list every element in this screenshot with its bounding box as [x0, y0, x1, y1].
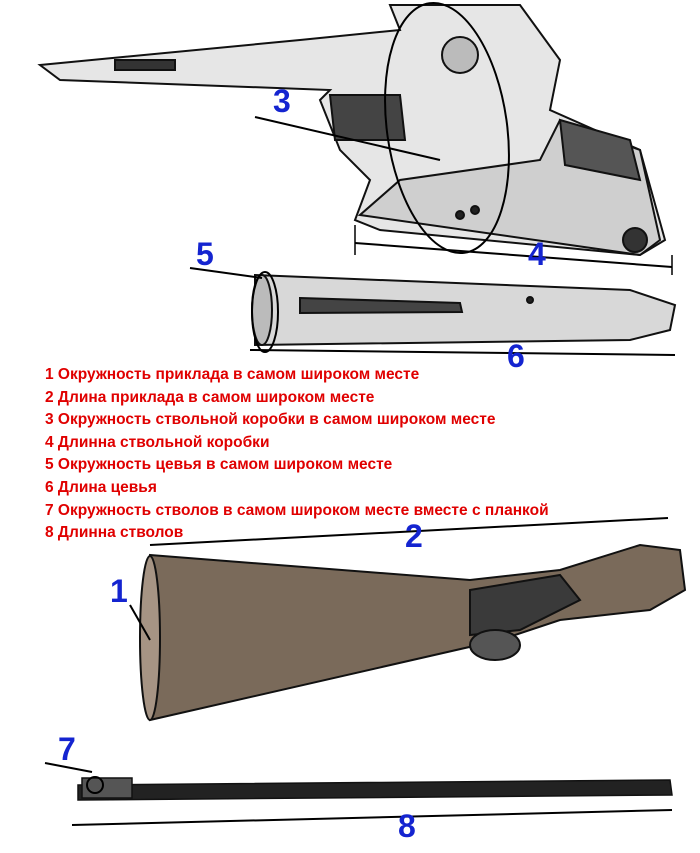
legend-item: 6 Длина цевья [45, 478, 157, 496]
receiver-circumference-ellipse [384, 1, 510, 255]
legend-item: 5 Окружность цевья в самом широком месте [45, 456, 393, 474]
label-2: 2 [405, 518, 423, 554]
dimension-line-6 [249, 349, 676, 356]
dimension-line-8 [71, 809, 673, 826]
label-1: 1 [110, 573, 128, 609]
pointer-line-7 [44, 762, 93, 773]
label-4: 4 [528, 236, 546, 272]
legend-item: 8 Длинна стволов [45, 524, 184, 542]
forend-drawing [251, 273, 677, 347]
barrels-drawing [77, 776, 673, 801]
pointer-line-1 [129, 604, 151, 641]
legend-item: 2 Длина приклада в самом широком месте [45, 388, 375, 406]
dimension-line-4 [354, 242, 673, 268]
pointer-line-3 [254, 116, 441, 161]
measurement-legend: 1 Окружность приклада в самом широком ме… [45, 364, 549, 545]
dimension-line-2 [149, 517, 669, 546]
pointer-line-5 [189, 267, 263, 279]
label-6: 6 [507, 338, 525, 374]
label-8: 8 [398, 808, 416, 844]
label-7: 7 [58, 731, 76, 767]
label-3: 3 [273, 83, 291, 119]
legend-item: 3 Окружность ствольной коробки в самом ш… [45, 411, 496, 429]
legend-item: 7 Окружность стволов в самом широком мес… [45, 501, 549, 519]
stock-drawing [139, 543, 687, 722]
legend-item: 4 Длинна ствольной коробки [45, 433, 270, 451]
label-5: 5 [196, 236, 214, 272]
forend-circumference-ellipse [251, 271, 279, 353]
legend-item: 1 Окружность приклада в самом широком ме… [45, 366, 420, 383]
receiver-drawing [37, 4, 667, 257]
